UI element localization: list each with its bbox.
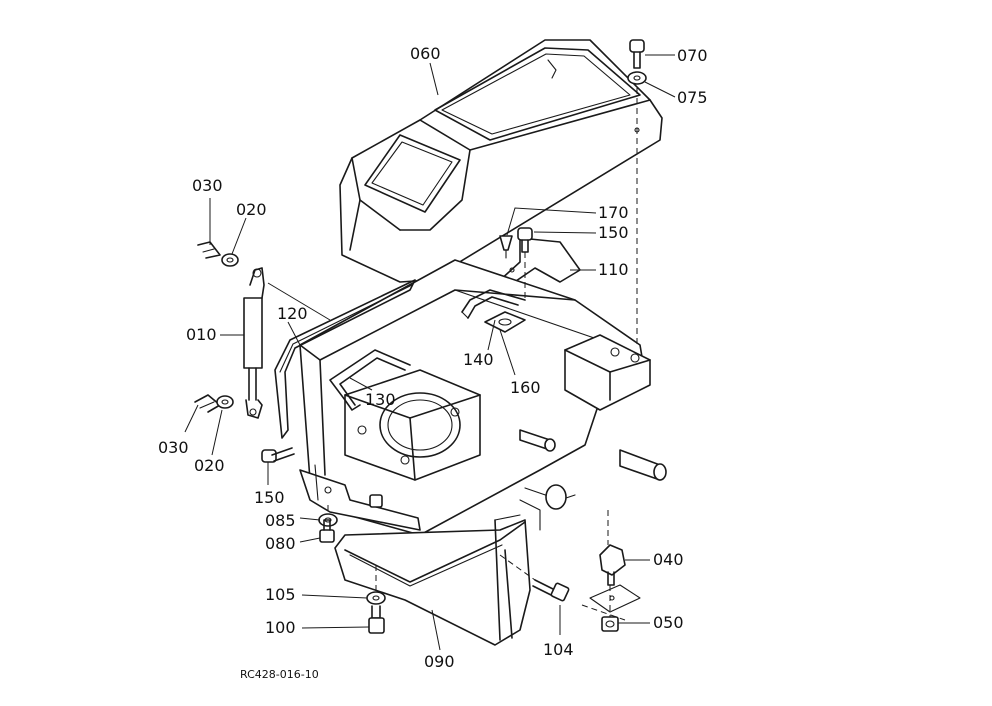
label-020-bottom: 020 [194,456,225,475]
label-050: 050 [653,613,684,632]
cover-plate-110 [497,237,581,293]
gasket-120 [274,279,416,439]
label-110: 110 [598,260,629,279]
knob-040 [599,544,626,586]
upper-cover-060 [339,39,663,283]
drawing-reference: RC428-016-10 [240,668,319,681]
label-160: 160 [510,378,541,397]
main-frame [299,259,667,536]
label-040: 040 [653,550,684,569]
label-150-upper: 150 [598,223,629,242]
lower-cover-090 [334,514,531,646]
label-020-top: 020 [236,200,267,219]
label-100: 100 [265,618,296,637]
nut-050 [601,616,619,632]
label-085: 085 [265,511,296,530]
washer-075 [627,71,647,85]
bolt-150-lower [261,447,295,463]
fastener-170 [499,235,513,259]
plate-160 [484,311,526,333]
label-030-top: 030 [192,176,223,195]
clip-030-top [197,241,221,259]
label-140: 140 [463,350,494,369]
bolt-070 [629,39,645,69]
bolt-104 [532,579,570,602]
label-104: 104 [543,640,574,659]
label-150-lower: 150 [254,488,285,507]
label-090: 090 [424,652,455,671]
label-120: 120 [277,304,308,323]
bolt-100 [368,605,385,634]
handle-140 [461,289,526,319]
label-010: 010 [186,325,217,344]
leader-lines [184,54,676,651]
washer-020-top [221,253,239,267]
label-030-bottom: 030 [158,438,189,457]
bolt-080 [319,519,335,543]
label-070: 070 [677,46,708,65]
label-130: 130 [365,390,396,409]
handle-130 [329,349,411,411]
washer-020-bottom [216,395,234,409]
label-170: 170 [598,203,629,222]
washer-105 [366,591,386,605]
label-080: 080 [265,534,296,553]
label-105: 105 [265,585,296,604]
plate-below-knob [589,584,641,613]
assembly-lines [327,88,638,621]
label-060: 060 [410,44,441,63]
label-075: 075 [677,88,708,107]
gas-spring-010 [243,267,265,419]
clip-030-bottom [194,394,221,413]
